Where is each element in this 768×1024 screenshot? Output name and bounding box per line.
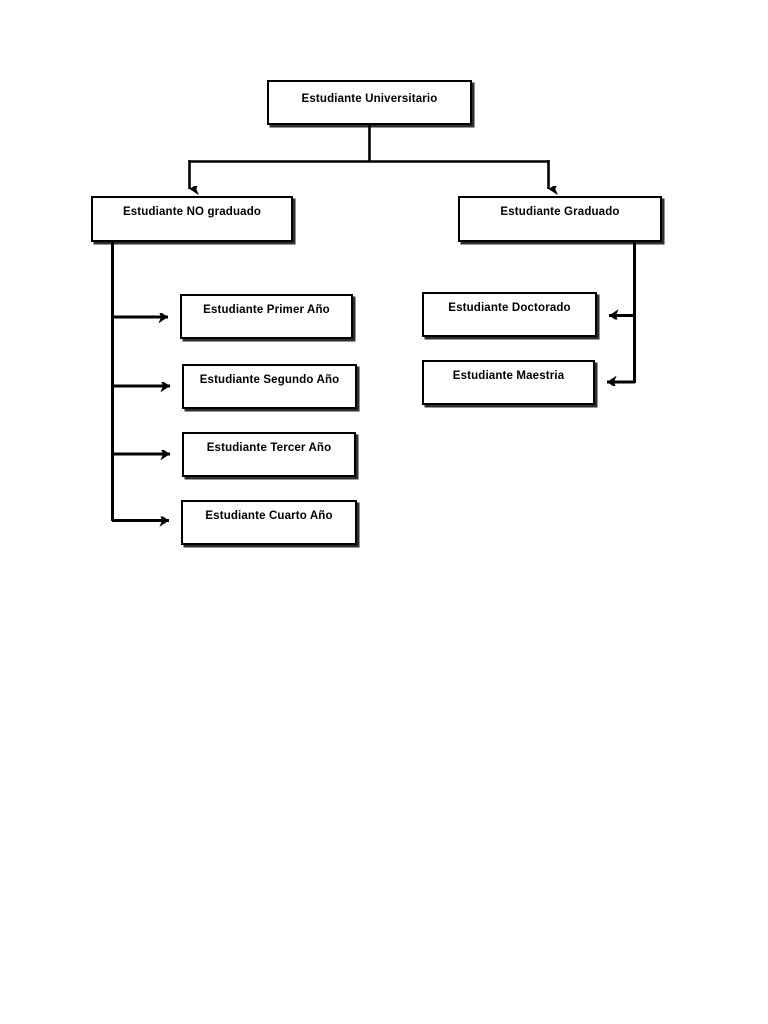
- node-label: Estudiante Tercer Año: [206, 442, 332, 454]
- node-estudiante-tercer-ano[interactable]: Estudiante Tercer Año: [182, 432, 356, 477]
- node-label: Estudiante Doctorado: [448, 302, 571, 314]
- node-label: Estudiante NO graduado: [122, 206, 262, 218]
- node-estudiante-no-graduado[interactable]: Estudiante NO graduado: [91, 196, 293, 242]
- node-label: Estudiante Segundo Año: [199, 374, 340, 386]
- node-estudiante-doctorado[interactable]: Estudiante Doctorado: [422, 292, 597, 337]
- node-estudiante-primer-ano[interactable]: Estudiante Primer Año: [180, 294, 353, 339]
- node-label: Estudiante Primer Año: [203, 304, 330, 316]
- node-label: Estudiante Universitario: [301, 93, 438, 105]
- node-label: Estudiante Maestria: [452, 370, 565, 382]
- node-label: Estudiante Graduado: [500, 206, 620, 218]
- node-estudiante-universitario[interactable]: Estudiante Universitario: [267, 80, 472, 125]
- node-estudiante-segundo-ano[interactable]: Estudiante Segundo Año: [182, 364, 357, 409]
- node-estudiante-maestria[interactable]: Estudiante Maestria: [422, 360, 595, 405]
- node-estudiante-graduado[interactable]: Estudiante Graduado: [458, 196, 662, 242]
- node-label: Estudiante Cuarto Año: [205, 510, 333, 522]
- node-estudiante-cuarto-ano[interactable]: Estudiante Cuarto Año: [181, 500, 357, 545]
